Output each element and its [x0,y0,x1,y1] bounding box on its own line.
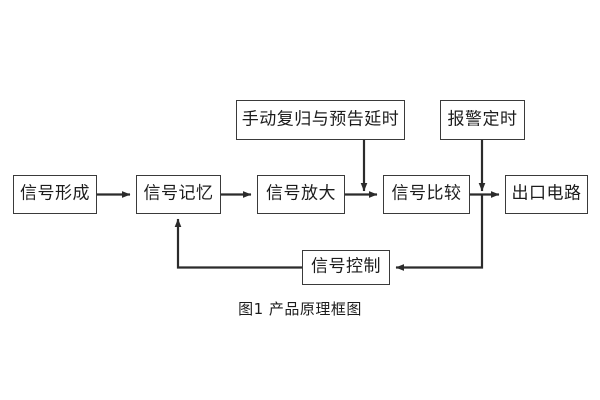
node-signal-memory-label: 信号记忆 [143,183,214,204]
node-output-circuit-label: 出口电路 [511,183,582,204]
node-alarm-timer: 报警定时 [440,100,525,140]
figure-caption: 图1 产品原理框图 [238,300,362,318]
node-signal-amplify: 信号放大 [257,175,345,214]
connector-control-to-memory-feedback [174,218,302,269]
node-signal-control-label: 信号控制 [311,256,381,277]
node-signal-control: 信号控制 [302,250,390,285]
node-signal-compare: 信号比较 [383,175,470,214]
connector-alarm-to-control [395,194,484,271]
node-signal-memory: 信号记忆 [136,175,221,214]
node-alarm-timer-label: 报警定时 [447,109,518,129]
node-manual-reset-delay-label: 手动复归与预告延时 [241,109,400,129]
node-output-circuit: 出口电路 [505,175,588,214]
node-signal-compare-label: 信号比较 [391,183,462,204]
node-signal-formation-label: 信号形成 [20,183,90,204]
node-manual-reset-delay: 手动复归与预告延时 [236,100,405,140]
node-signal-amplify-label: 信号放大 [266,183,336,204]
node-signal-formation: 信号形成 [13,175,97,214]
